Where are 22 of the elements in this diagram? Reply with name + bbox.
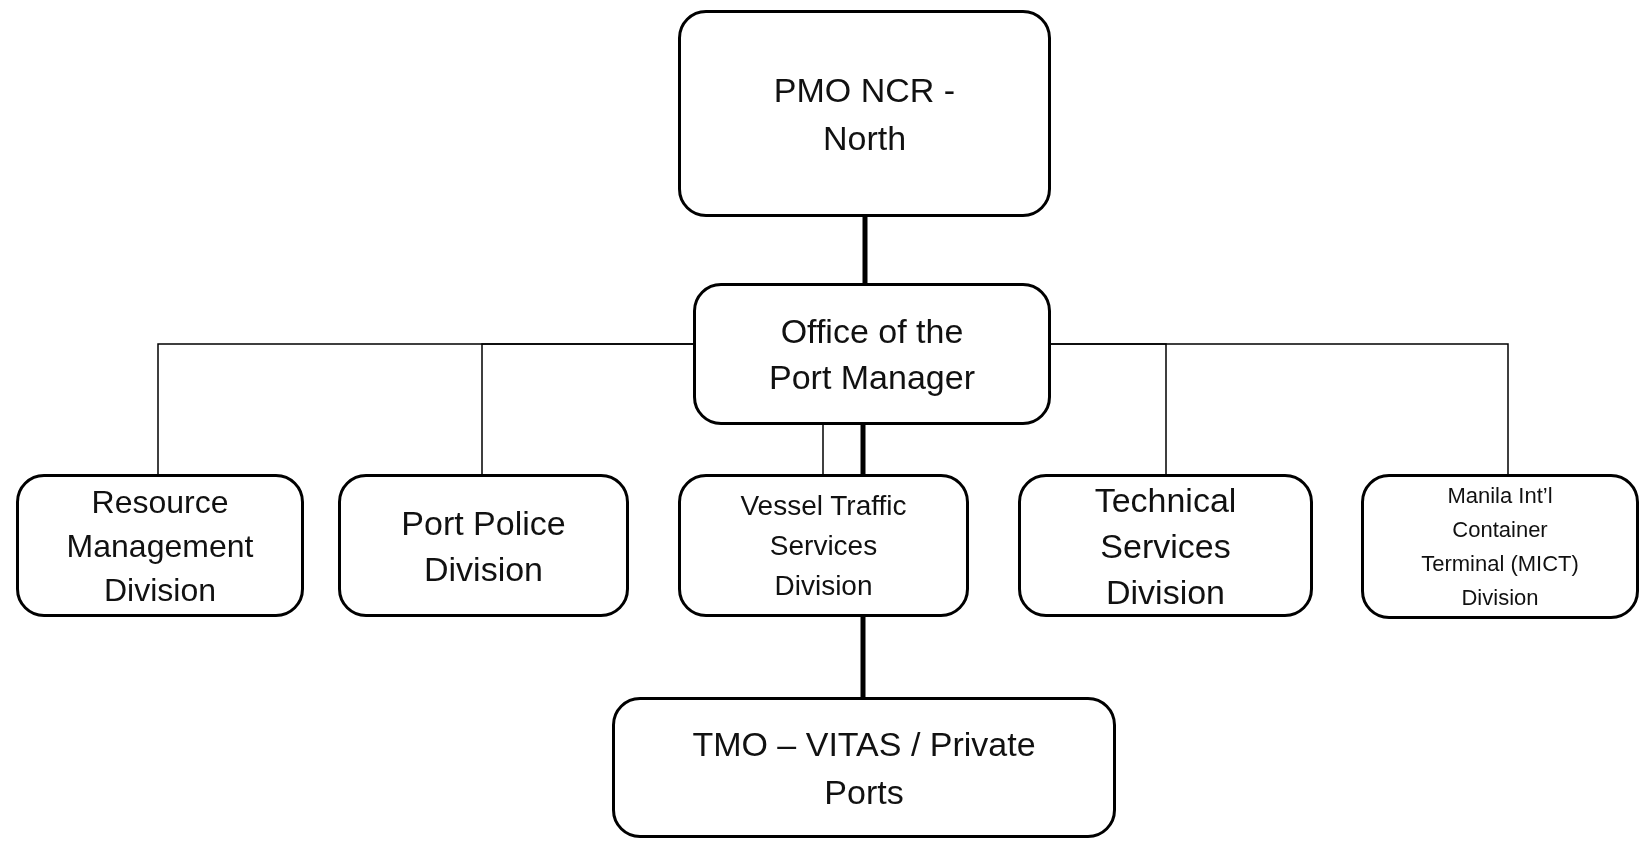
connector-line: [860, 617, 866, 697]
unit-name: Port Police Division: [400, 502, 567, 590]
connector-line: [862, 217, 868, 283]
unit-name: PMO NCR - North: [772, 69, 957, 159]
org-unit-box: [338, 474, 629, 617]
unit-name: Office of the Port Manager: [768, 311, 976, 398]
connector-line: [481, 343, 694, 475]
org-unit-box: [693, 283, 1051, 425]
unit-name: Resource Management Division: [65, 482, 255, 610]
unit-name: TMO – VITAS / Private Ports: [691, 723, 1037, 813]
connector-line: [860, 425, 866, 474]
org-unit-box: [678, 10, 1051, 217]
connector-line: [822, 424, 824, 475]
org-unit-box: [612, 697, 1116, 838]
unit-name: Vessel Traffic Services Division: [739, 488, 908, 603]
connector-line: [1050, 343, 1509, 475]
unit-name: Technical Services Division: [1093, 479, 1238, 613]
org-unit-box: [1018, 474, 1313, 617]
unit-name: Manila Int’l Container Terminal (MICT) Division: [1420, 481, 1580, 612]
org-unit-box: [1361, 474, 1639, 619]
org-unit-box: [678, 474, 969, 617]
org-unit-box: [16, 474, 304, 617]
